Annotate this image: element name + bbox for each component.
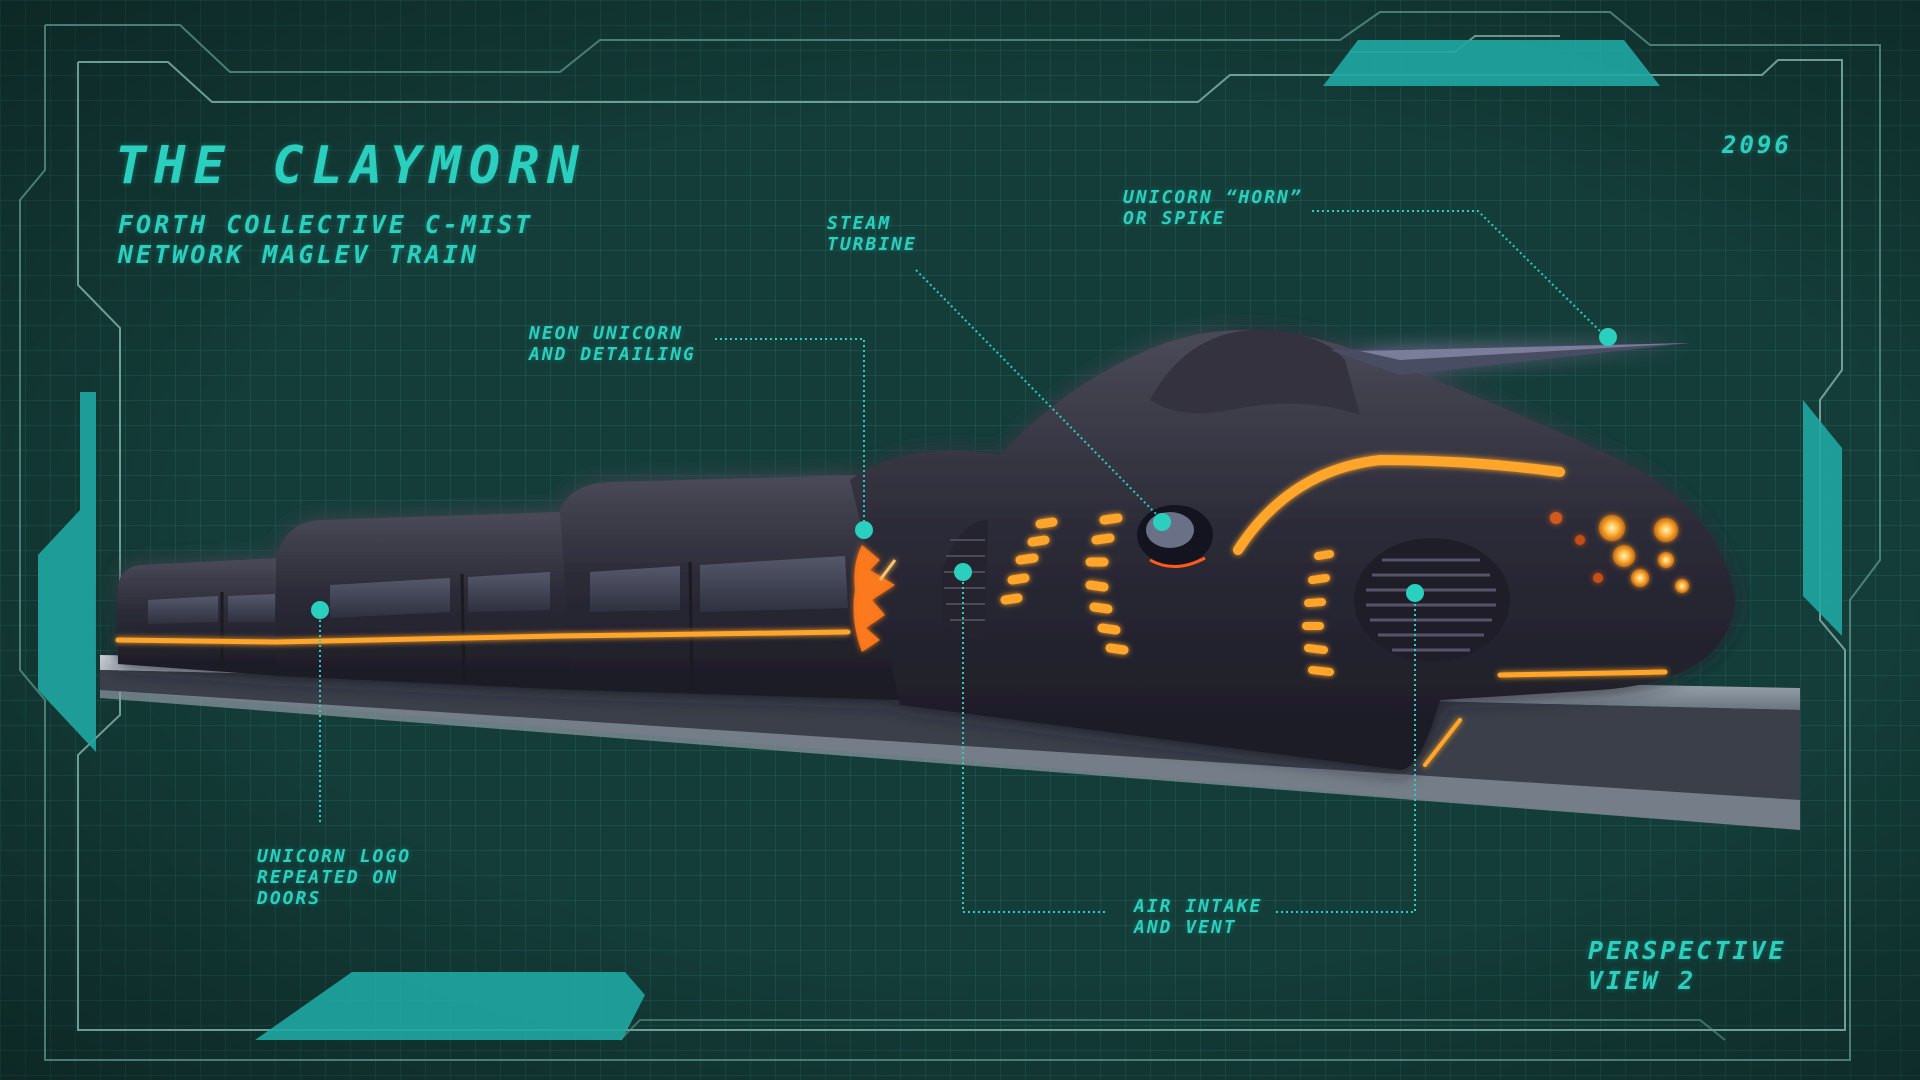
callout-label-unicorn-logo: UNICORN LOGO REPEATED ON DOORS <box>257 846 412 909</box>
callout-label-air-intake: AIR INTAKE AND VENT <box>1134 896 1263 938</box>
hud-frame-accent-left <box>38 392 96 752</box>
view-label: PERSPECTIVE VIEW 2 <box>1588 936 1787 995</box>
hud-frame-accent-right <box>1803 400 1842 636</box>
neon-skirt-strip <box>1497 669 1668 678</box>
neon-dash-column-3 <box>1302 550 1334 676</box>
callout-dot-horn <box>1599 328 1617 346</box>
callout-dot-steam <box>1153 513 1171 531</box>
callout-label-horn: UNICORN “HORN” OR SPIKE <box>1123 187 1303 229</box>
leader-air-right <box>1276 593 1416 913</box>
guideway-rail-lower <box>100 690 1800 830</box>
neon-nose-arc <box>1233 454 1565 555</box>
neon-side-strip <box>115 629 851 645</box>
page-title: THE CLAYMORN <box>115 136 587 196</box>
hud-frame-accent-bottom <box>255 972 645 1040</box>
leader-neon <box>715 338 865 530</box>
hud-frame-accent-line-bottom <box>619 1019 1726 1041</box>
page-subtitle: FORTH COLLECTIVE C-MIST NETWORK MAGLEV T… <box>118 210 534 269</box>
callout-dot-neon <box>855 521 873 539</box>
locomotive-cab-fin <box>1150 330 1360 415</box>
front-intake <box>1354 538 1510 662</box>
neon-skirt-drop <box>1423 718 1462 767</box>
year-label: 2096 <box>1722 131 1792 159</box>
hud-frame-accent-top <box>1323 40 1660 86</box>
locomotive-nose <box>850 330 1735 770</box>
leader-horn <box>1312 210 1607 338</box>
headlamps <box>1550 512 1689 593</box>
neon-unicorn-emblem <box>853 545 897 652</box>
callout-dot-air-right <box>1406 584 1424 602</box>
callout-dot-logo <box>311 601 329 619</box>
leader-steam <box>915 269 1163 521</box>
hud-frame-outer-line <box>19 11 1881 1061</box>
hud-frame-inner-line <box>77 59 1846 1031</box>
callout-label-steam-turbine: STEAM TURBINE <box>827 213 917 255</box>
leader-air-left <box>962 572 1106 913</box>
callout-label-neon-detailing: NEON UNICORN AND DETAILING <box>529 323 696 365</box>
neon-dash-column-1 <box>1000 517 1058 605</box>
passenger-windows <box>148 556 848 624</box>
door-seams <box>220 561 694 691</box>
neon-detailing <box>115 454 1668 767</box>
unicorn-horn-spike-highlight <box>1360 343 1690 360</box>
callout-dot-air-left <box>954 563 972 581</box>
neon-dash-column-2 <box>1085 513 1129 655</box>
